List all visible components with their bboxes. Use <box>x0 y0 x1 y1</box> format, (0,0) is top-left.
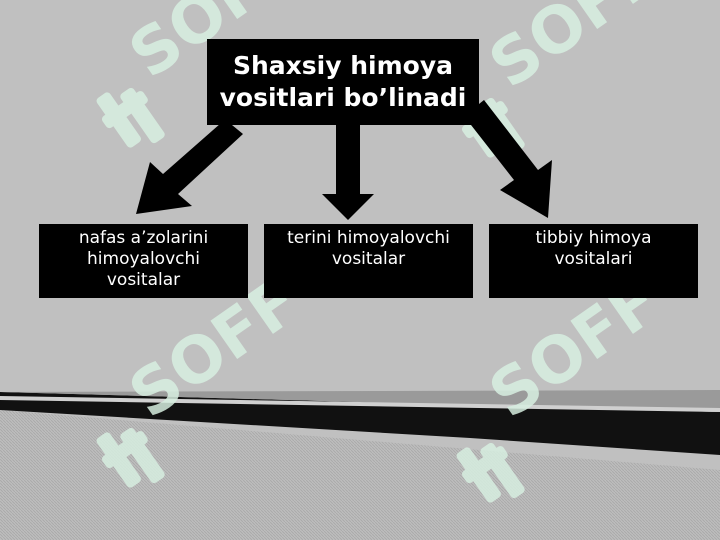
child-node-label: nafas a’zolarini himoyalovchi vositalar <box>78 228 209 290</box>
root-node: Shaxsiy himoya vositlari bo’linadi <box>207 39 479 125</box>
child-node-medical: tibbiy himoya vositalari <box>489 224 698 298</box>
child-node-label: tibbiy himoya vositalari <box>535 228 652 269</box>
child-node-label: terini himoyalovchi vositalar <box>287 228 450 269</box>
child-node-respiratory: nafas a’zolarini himoyalovchi vositalar <box>39 224 248 298</box>
child-node-skin: terini himoyalovchi vositalar <box>264 224 473 298</box>
root-node-label: Shaxsiy himoya vositlari bo’linadi <box>219 51 467 112</box>
svg-text:SOFF: SOFF <box>477 0 673 103</box>
